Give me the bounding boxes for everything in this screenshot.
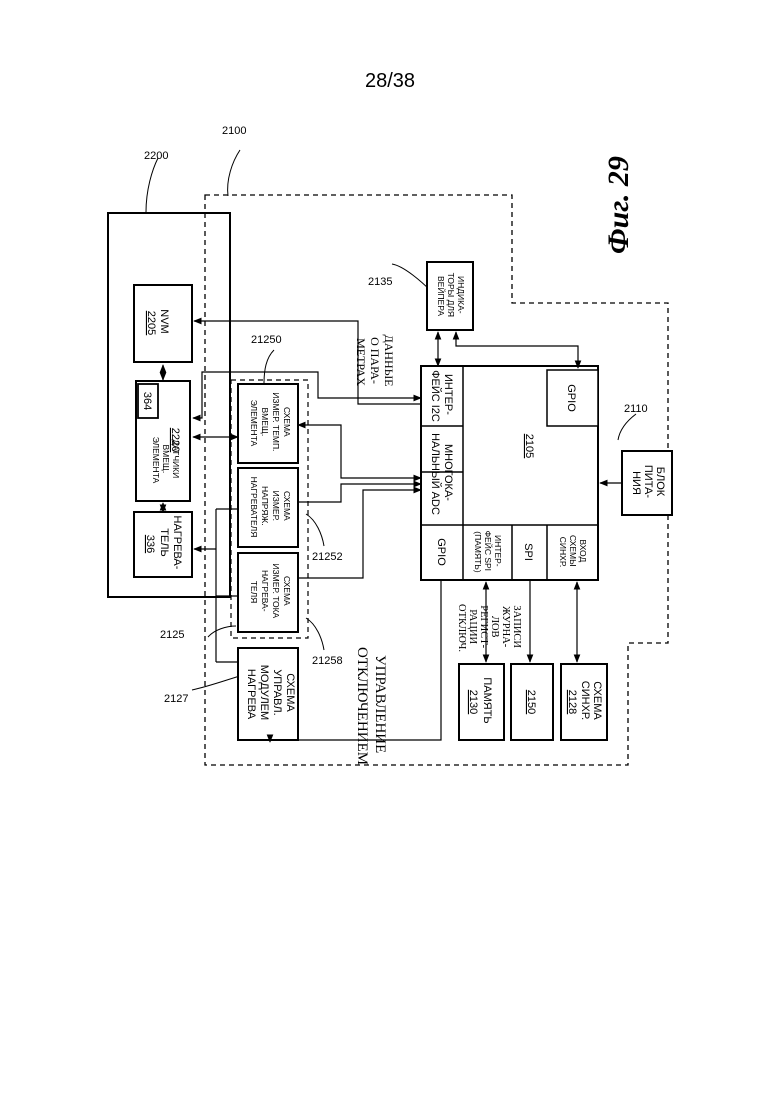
svg-text:SPI: SPI xyxy=(522,543,534,561)
ref-2127: 2127 xyxy=(164,693,188,705)
log-records-label: ЗАПИСИ ЖУРНА- ЛОВ РЕГИСТ- РАЦИИ ОТКЛЮЧ. xyxy=(456,604,522,652)
heater-control-block-2127: СХЕМА УПРАВЛ. МОДУЛЕМ НАГРЕВА xyxy=(238,648,298,740)
vaper-indicators-block: ИНДИКА- ТОРЫ ДЛЯ ВЕЙПЕРА xyxy=(427,262,473,330)
figure-label: Фиг. 29 xyxy=(602,156,635,254)
svg-text:МНОГОКА- НАЛЬНЫЙ ADC: МНОГОКА- НАЛЬНЫЙ ADC xyxy=(429,433,454,515)
svg-text:GPIO: GPIO xyxy=(435,538,447,566)
sensors-block-2220: 364 ДАТЧИКИ ВМЕЩ. ЭЛЕМЕНТА 2220 xyxy=(136,381,190,501)
ref-21250: 21250 xyxy=(251,334,282,346)
power-block-2110: БЛОК ПИТА- НИЯ xyxy=(622,451,672,515)
svg-text:GPIO: GPIO xyxy=(565,384,577,412)
svg-text:ИНТЕР- ФЕЙС I2C: ИНТЕР- ФЕЙС I2C xyxy=(429,370,454,422)
svg-text:2105: 2105 xyxy=(523,434,535,458)
temp-measure-block: СХЕМА ИЗМЕР. ТЕМП. ВМЕЩ. ЭЛЕМЕНТА xyxy=(238,384,298,463)
svg-text:2150: 2150 xyxy=(525,690,537,714)
mcu-block-2105: 2105 GPIO ИНТЕР- ФЕЙС I2C МНОГОКА- НАЛЬН… xyxy=(421,366,598,580)
sync-block-2128: СХЕМА СИНХР. 2128 xyxy=(561,664,607,740)
ref-2125: 2125 xyxy=(160,629,184,641)
ref-2100: 2100 xyxy=(222,125,246,137)
svg-text:2220: 2220 xyxy=(169,428,181,452)
svg-text:ИНТЕР- ФЕЙС SPI (П: ИНТЕР- ФЕЙС SPI (ПАМЯТЬ) xyxy=(473,531,503,574)
param-data-label: ДАННЫЕ О ПАРА- МЕТРАХ xyxy=(354,335,396,390)
ref-21258: 21258 xyxy=(312,655,343,667)
svg-text:ВХОД СХЕМЫ СИНХР.: ВХОД СХЕМЫ СИНХР. xyxy=(558,535,588,569)
current-measure-block: СХЕМА ИЗМЕР. ТОКА НАГРЕВА- ТЕЛЯ xyxy=(238,553,298,632)
svg-text:СХЕМА УПРАВЛ. МОДУ: СХЕМА УПРАВЛ. МОДУЛЕМ НАГРЕВА xyxy=(245,665,296,723)
svg-text:364: 364 xyxy=(141,392,153,410)
block-2150: 2150 xyxy=(511,664,553,740)
ref-21252: 21252 xyxy=(312,551,343,563)
ref-2135: 2135 xyxy=(368,276,392,288)
svg-text:NVM 2205: NVM 2205 xyxy=(145,309,170,337)
svg-text:ИНДИКА- ТОРЫ ДЛЯ В: ИНДИКА- ТОРЫ ДЛЯ ВЕЙПЕРА xyxy=(436,273,466,320)
ref-2110: 2110 xyxy=(624,403,648,415)
heater-block-336: НАГРЕВА- ТЕЛЬ 336 xyxy=(134,512,192,577)
shutdown-control-label: УПРАВЛЕНИЕ ОТКЛЮЧЕНИЕМ xyxy=(354,647,388,765)
nvm-block-2205: NVM 2205 xyxy=(134,285,192,362)
memory-block-2130: ПАМЯТЬ 2130 xyxy=(459,664,504,740)
voltage-measure-block: СХЕМА ИЗМЕР. НАПРЯЖ. НАГРЕВАТЕЛЯ xyxy=(238,468,298,547)
ref-2200: 2200 xyxy=(144,150,168,162)
